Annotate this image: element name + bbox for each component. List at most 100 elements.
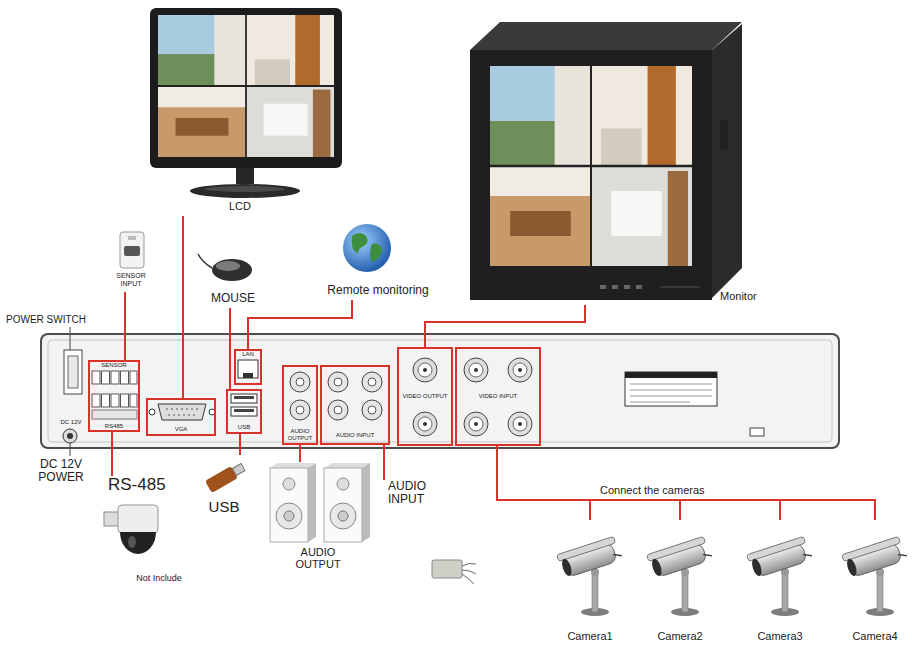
video-input-port: VIDEO INPUT — [455, 347, 541, 446]
speaker-illustration — [284, 511, 294, 521]
wiring-note: Connect the cameras — [600, 484, 740, 496]
port-label: VIDEO OUTPUT — [399, 393, 451, 400]
dvr-rear-panel: DC 12VSENSORRS485VGALANUSBAUDIO OUTPUTAU… — [40, 333, 840, 449]
panel-illustration — [48, 340, 832, 442]
bnc-jacks — [474, 368, 478, 372]
audio-input-port: AUDIO INPUT — [320, 365, 390, 445]
microphone-illustration — [462, 574, 474, 584]
terminal-screws — [121, 394, 129, 407]
bnc-jacks — [464, 358, 488, 382]
camera-illustrations — [646, 536, 713, 616]
usb-port: USB — [226, 389, 262, 434]
vga-port: VGA — [146, 398, 216, 436]
panel-illustration — [40, 333, 840, 449]
bnc-jacks — [518, 422, 522, 426]
usb-slots — [231, 407, 257, 416]
warning-sticker — [630, 390, 712, 391]
speaker-illustration — [283, 478, 295, 490]
speakers: AUDIO OUTPUT — [262, 462, 374, 578]
vga-connector — [149, 409, 155, 415]
ptz-illustration — [128, 536, 136, 548]
camera-illustrations — [841, 536, 908, 616]
lcd-illustration — [236, 168, 254, 184]
camera-illustrations — [746, 536, 813, 616]
rca-jacks — [362, 400, 382, 420]
terminal-block: SENSORRS485 — [88, 360, 140, 432]
usb-stick: USB — [196, 455, 252, 519]
crt-illustration — [470, 22, 742, 300]
speaker-illustration — [276, 503, 302, 529]
ptz-camera: RS-485Not Include — [82, 476, 188, 588]
note-label: Not Include — [130, 574, 188, 584]
vga-connector — [168, 415, 196, 416]
bnc-jacks — [413, 412, 437, 436]
port-label: DC 12V — [54, 419, 88, 426]
terminal-screws — [130, 394, 137, 407]
crt-illustration — [612, 285, 618, 289]
bnc-jacks — [508, 358, 532, 382]
ground-screw — [750, 428, 764, 436]
cctv-camera: Camera1 — [555, 520, 625, 646]
terminal-screws — [92, 410, 137, 419]
cable-line — [497, 446, 780, 520]
rca-jacks — [296, 378, 304, 386]
panel-illustration — [63, 429, 77, 443]
cable-line — [182, 216, 184, 398]
rca-jacks — [334, 378, 342, 386]
globe-illustration — [352, 233, 368, 254]
usb-stick-illustration — [205, 461, 247, 493]
terminal-screws — [121, 371, 129, 384]
bnc-jacks — [464, 412, 488, 436]
motion-sensor: SENSOR INPUT — [108, 228, 154, 292]
bnc-jacks — [418, 363, 432, 377]
device-label: MOUSE — [198, 292, 268, 305]
rca-jacks — [328, 400, 348, 420]
crt-illustration — [660, 287, 700, 288]
device-label: Remote monitoring — [318, 284, 438, 297]
bnc-jacks — [469, 363, 483, 377]
part-label: POWER SWITCH — [6, 314, 96, 325]
terminal-screws — [111, 394, 119, 407]
panel-illustration — [67, 433, 73, 439]
device-label: LCD — [210, 200, 270, 212]
port-label: USB — [228, 424, 260, 431]
warning-sticker — [625, 372, 717, 378]
crt-illustration — [624, 285, 630, 289]
camera-illustrations — [556, 536, 623, 616]
port-label: VGA — [148, 426, 214, 433]
globe-illustration — [343, 224, 391, 272]
bnc-jacks — [423, 422, 427, 426]
cable-line — [383, 445, 385, 480]
speaker-illustration — [338, 511, 348, 521]
cable-line — [299, 445, 301, 462]
speaker-illustration — [337, 478, 349, 490]
speaker-illustration — [270, 463, 370, 542]
rca-jacks — [362, 372, 382, 392]
speaker-illustration — [324, 463, 370, 468]
bnc-jacks — [418, 417, 432, 431]
cable-line — [497, 446, 590, 520]
device-label: AUDIO INPUT — [388, 480, 450, 506]
globe-illustration — [343, 224, 391, 272]
warning-sticker — [630, 396, 712, 397]
panel-illustration — [70, 443, 71, 456]
lcd-illustration — [150, 8, 342, 168]
device-label: SENSOR INPUT — [108, 272, 154, 287]
port-label: RS485 — [90, 423, 138, 430]
microphone-illustration — [432, 560, 476, 584]
camera-label: Camera4 — [840, 630, 910, 642]
microphone-illustration — [432, 560, 462, 578]
terminal-screws — [111, 371, 119, 384]
bnc-jacks — [469, 417, 483, 431]
cctv-camera: Camera4 — [840, 520, 910, 646]
bnc-jacks — [474, 422, 478, 426]
port-label: AUDIO OUTPUT — [284, 428, 316, 441]
globe-illustration — [370, 244, 382, 262]
device-label: Monitor — [720, 290, 766, 302]
port-label: VIDEO INPUT — [457, 393, 539, 400]
lcd-illustration — [190, 184, 300, 198]
lcd-monitor: LCD — [148, 6, 344, 216]
ptz-illustration — [104, 505, 158, 554]
